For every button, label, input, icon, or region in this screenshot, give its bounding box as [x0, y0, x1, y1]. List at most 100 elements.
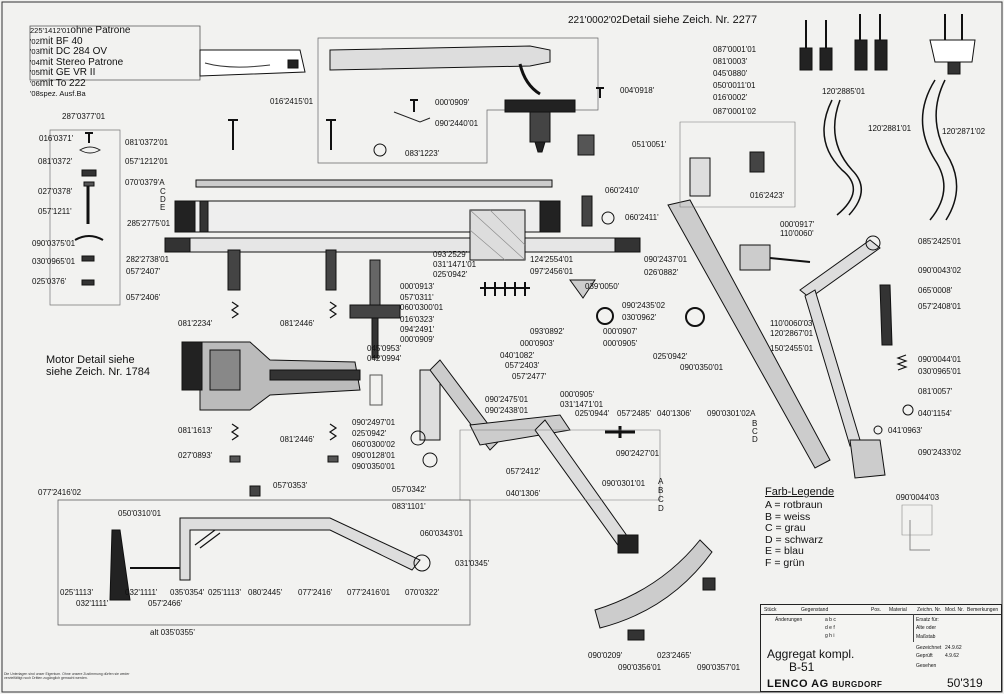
part-label: 000'0907' [603, 327, 638, 336]
part-label: 057'2403' [505, 361, 540, 370]
variant-row: '05mit GE VR II [30, 67, 96, 78]
title-block-header: Stück Gegenstand Pos. Material Zeichn. N… [761, 605, 1001, 615]
drawn-date: 24.9.62 [945, 645, 962, 651]
part-label: 057'1211' [38, 207, 72, 216]
part-label: 025'0942' [433, 270, 468, 279]
part-label: 025'0376' [32, 277, 67, 286]
part-label: 070'0322' [405, 588, 440, 597]
part-label: 081'0057' [918, 387, 953, 396]
variant-row: '08spez. Ausf.Ba [30, 89, 86, 98]
part-label: 077'2416'01 [347, 588, 391, 597]
part-label: 150'2455'01 [770, 344, 814, 353]
part-label: 023'2465' [657, 651, 692, 660]
part-label: 016'2415'01 [270, 97, 314, 106]
part-label: D [658, 504, 664, 513]
part-label: 124'2554'01 [530, 255, 574, 264]
curved-rail [594, 539, 716, 641]
company-name: LENCO AG BURGDORF [767, 678, 883, 690]
part-label: 031'1471'01 [560, 400, 604, 409]
part-label: 030'0962' [622, 313, 657, 322]
part-label: 016'0371' [39, 134, 74, 143]
part-label: 081'2446' [280, 319, 315, 328]
part-label: 016'2423' [750, 191, 785, 200]
part-label: 081'0003' [713, 57, 748, 66]
detail-reference: Detail siehe Zeich. Nr. 2277 [622, 14, 758, 26]
part-label: 090'0357'01 [697, 663, 741, 672]
left-spindle-group [49, 129, 339, 463]
variant-list: 225'1412'01ohne Patrone '02mit BF 40 '03… [30, 25, 130, 100]
legend-item: B = weiss [765, 510, 811, 523]
part-label: 051'0051' [632, 140, 667, 149]
turntable-platter [164, 179, 641, 261]
tonearm [199, 37, 599, 164]
part-label: 045'0880' [713, 69, 748, 78]
part-label: 120'2867'01 [770, 329, 814, 338]
part-label: 057'0342' [392, 485, 427, 494]
drawn-label: Gezeichnet [916, 645, 942, 651]
part-label: 081'0372'01 [125, 138, 169, 147]
part-label: 000'0905' [560, 390, 595, 399]
part-label: 090'0209' [588, 651, 623, 660]
part-label: D [160, 195, 166, 204]
part-label: 081'2446' [280, 435, 315, 444]
part-label: 039'0050' [585, 282, 620, 291]
detail-ref-number: 221'0002'02 [568, 15, 622, 26]
part-label: 090'0301'01 [602, 479, 646, 488]
part-label: 087'0001'01 [713, 45, 757, 54]
part-label: 077'2416' [298, 588, 333, 597]
part-label: 120'2871'02 [942, 127, 986, 136]
legend-item: C = grau [765, 522, 806, 534]
part-label: 004'0918' [620, 86, 655, 95]
part-label: 000'0917' [780, 220, 815, 229]
part-label: 042'0994' [367, 354, 402, 363]
part-label: 070'0379'A [125, 178, 165, 187]
part-label: 031'1471'01 [433, 260, 477, 269]
part-label: 081'1613' [178, 426, 213, 435]
part-label: 081'0372' [38, 157, 73, 166]
part-label: 057'2408'01 [918, 302, 962, 311]
plugs-and-cables [799, 14, 976, 221]
part-label: 031'0345' [455, 559, 490, 568]
variant-row: '02mit BF 40 [30, 35, 83, 47]
part-label: 090'0043'02 [918, 266, 962, 275]
part-label: 090'2427'01 [616, 449, 660, 458]
changes-label: Änderungen [775, 617, 803, 623]
title-block: Stück Gegenstand Pos. Material Zeichn. N… [760, 604, 1002, 692]
seen-label: Gesehen [916, 663, 937, 669]
drawing-number: 50'319 [947, 676, 983, 690]
variant-list-bracket [29, 25, 201, 81]
part-label: 282'2738'01 [126, 255, 170, 264]
part-label: 000'0913' [400, 282, 435, 291]
part-label: 016'0323' [400, 315, 435, 324]
part-label: 060'2411' [625, 213, 659, 222]
part-label: B [658, 486, 664, 495]
part-label: 060'0300'01 [400, 303, 444, 312]
part-label: 090'2435'02 [622, 301, 666, 310]
lower-drive-assembly [57, 485, 471, 626]
legend-title: Farb-Legende [765, 486, 835, 498]
variant-row: '04mit Stereo Patrone [30, 56, 124, 68]
part-label: 050'0310'01 [118, 509, 162, 518]
legend-item: F = grün [765, 556, 805, 569]
part-label: 032'1111' [125, 588, 158, 597]
part-label: 040'1306' [506, 489, 541, 498]
checked-date: 4.9.62 [945, 653, 959, 659]
legend-item: D = schwarz [765, 533, 824, 546]
part-label: C [752, 427, 758, 436]
part-label: 083'1223' [405, 149, 440, 158]
part-label: 097'2456'01 [530, 267, 574, 276]
part-label: 120'2885'01 [822, 87, 866, 96]
part-label: 060'0343'01 [420, 529, 464, 538]
part-label: 090'0350'01 [680, 363, 724, 372]
center-spindle [349, 259, 401, 406]
part-label: 090'0044'01 [918, 355, 962, 364]
part-label: 090'0356'01 [618, 663, 662, 672]
part-label: 057'2477' [512, 372, 547, 381]
part-label: 025'0942' [352, 429, 387, 438]
part-label: 000'0909' [435, 98, 470, 107]
part-label: 040'1306' [657, 409, 692, 418]
part-label: 094'2491' [400, 325, 435, 334]
fine-print: Die Unterlagen sind unser Eigentum. Ohne… [4, 672, 130, 680]
part-label: 093'2529' [433, 250, 468, 259]
